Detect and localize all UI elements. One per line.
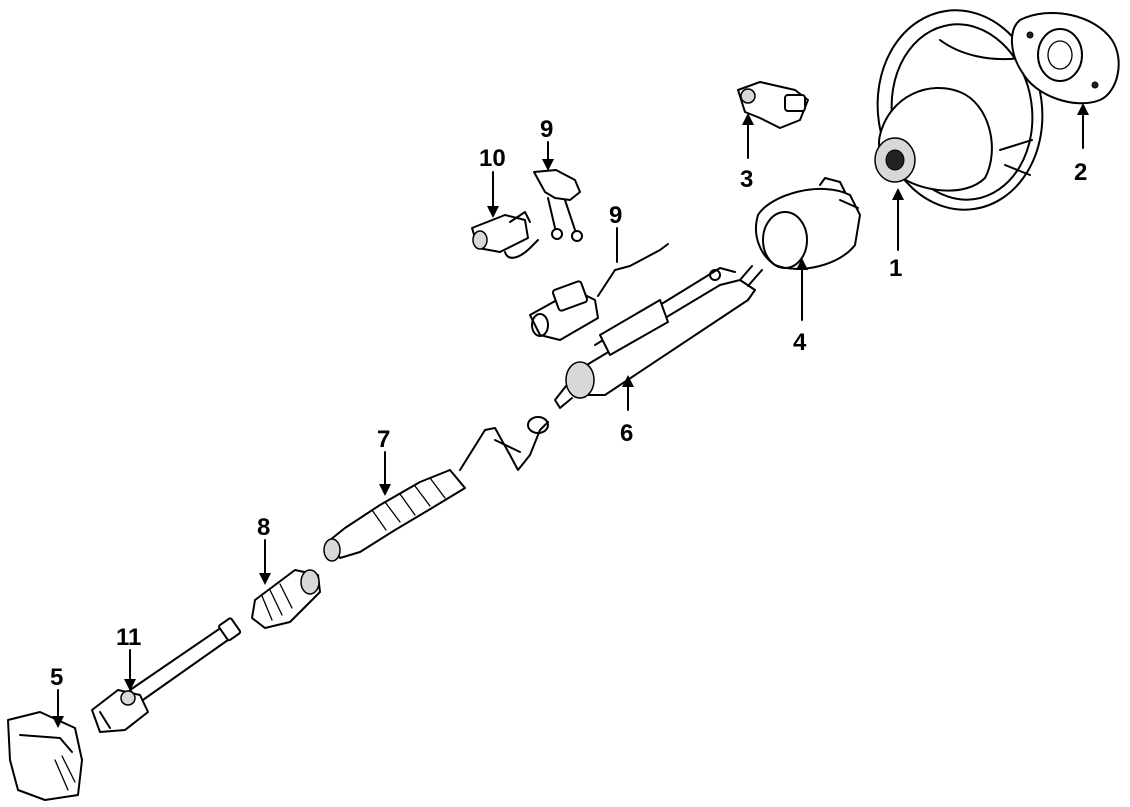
part-9-lower-lock-cylinder [529, 243, 669, 341]
part-5-lower-cover [7, 711, 83, 801]
part-9-upper-bracket [533, 169, 583, 242]
part-11-lower-shaft [91, 617, 242, 733]
part-1-steering-wheel [874, 9, 1044, 211]
part-8-boot [251, 569, 321, 629]
label-7: 7 [377, 426, 390, 453]
label-10: 10 [479, 145, 506, 172]
label-9-upper: 9 [540, 116, 553, 143]
part-7-intermediate-shaft [323, 416, 549, 562]
label-3: 3 [740, 166, 753, 193]
label-9-lower: 9 [609, 202, 622, 229]
part-2-air-bag [1011, 12, 1120, 105]
leader-arrows [52, 103, 1089, 728]
label-4: 4 [793, 329, 807, 356]
part-10-switch [471, 211, 539, 259]
part-4-shroud [755, 177, 861, 270]
label-5: 5 [50, 664, 63, 691]
label-1: 1 [889, 255, 902, 282]
callout-labels: 1 2 3 4 5 6 7 8 9 9 10 11 [50, 116, 1087, 691]
label-2: 2 [1074, 159, 1087, 186]
part-3-switch [737, 81, 809, 129]
label-6: 6 [620, 420, 633, 447]
part-6-column-tube [554, 265, 763, 409]
label-11: 11 [116, 624, 141, 651]
label-8: 8 [257, 514, 270, 541]
